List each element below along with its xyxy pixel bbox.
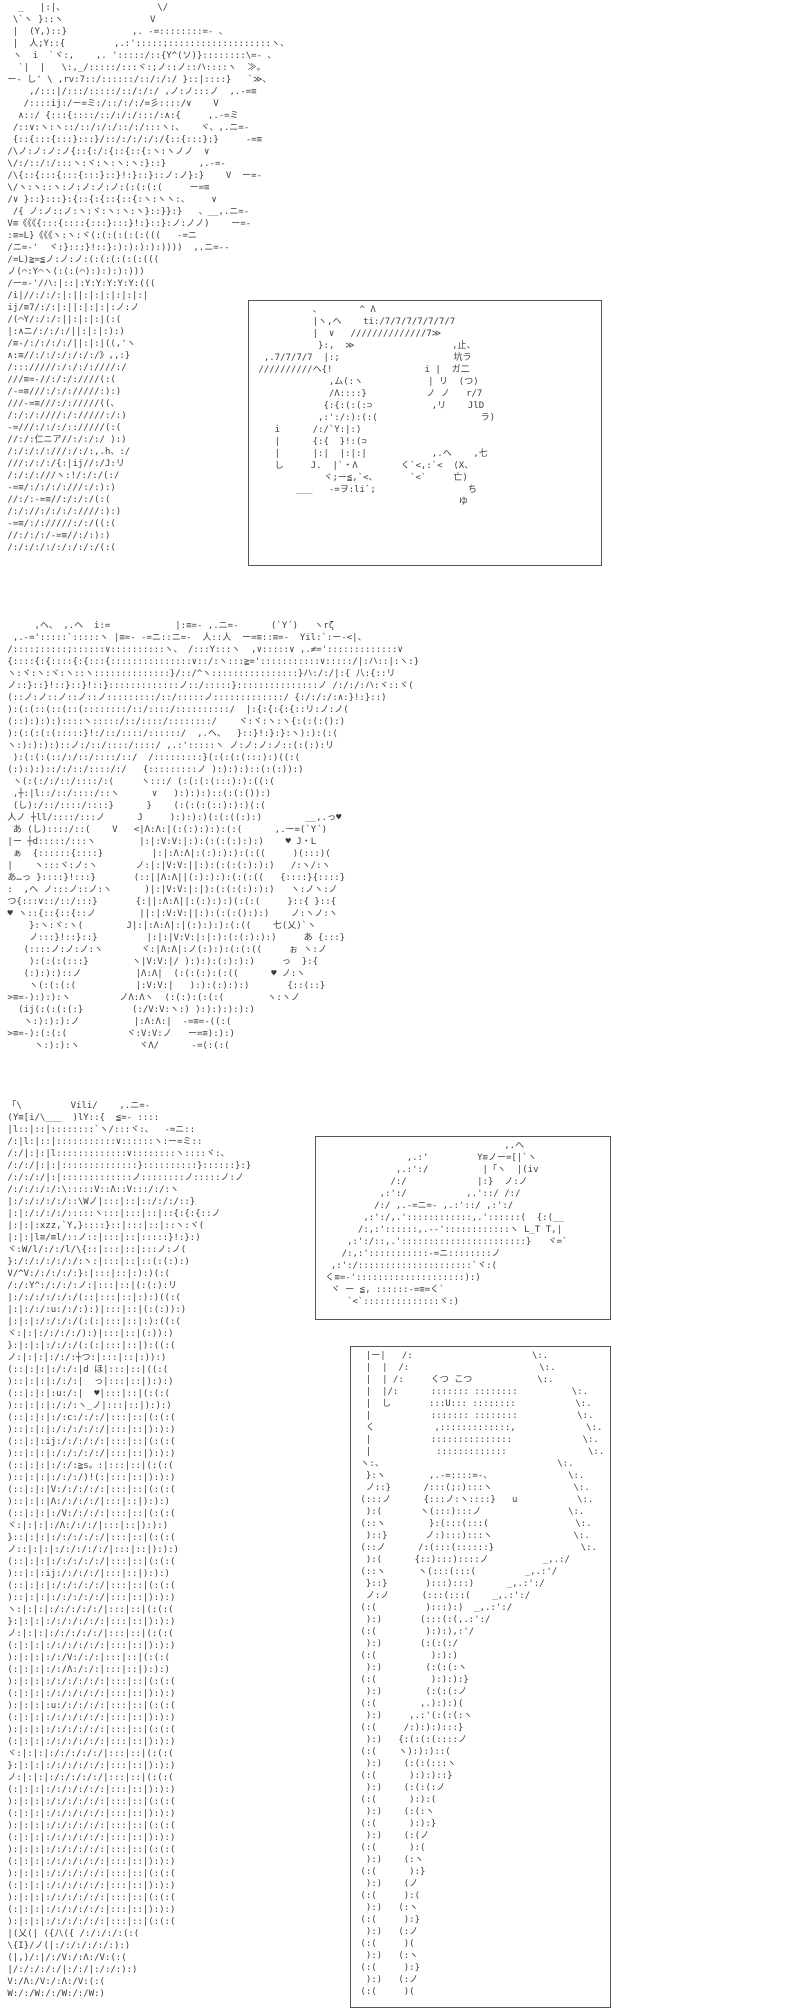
- aa-scene-3-art: 「\ Vili/ ,.ニ=‐ (Y≡[i/\___ )lY::{ ≦=- :::…: [7, 1101, 252, 1999]
- aa-scene-3-inset-frame-bottom: |ー| /: \:. | | /: \:. | | /: くつ こつ \:. |…: [350, 1346, 611, 2008]
- aa-scene-2-art: ,ヘ、 ,.ヘ i:= |:≡=- ,.ニ=‐ (`Y´) ヽrζ ,.-=':…: [7, 621, 420, 1051]
- aa-scene-3-inset-art-bottom: |ー| /: \:. | | /: \:. | | /: くつ こつ \:. |…: [360, 1351, 605, 1997]
- aa-scene-3-inset-art-top: ,.ヘ ,.:' Y≡ノー=[|`ヽ ,.:':/ |「ヽ |(iv /:/ |…: [325, 1141, 568, 1307]
- aa-scene-3-inset-frame-top: ,.ヘ ,.:' Y≡ノー=[|`ヽ ,.:':/ |「ヽ |(iv /:/ |…: [315, 1136, 611, 1320]
- aa-scene-1-inset-frame: 、 ^ Λ |ヽ,ヘ ti:/7/7/7/7/7/7/7 | ∨ ///////…: [248, 300, 602, 566]
- aa-scene-1-art: _ |:|、 \/ \`ヽ }::ヽ V | (Y,)::} ,. -=::::…: [7, 3, 290, 553]
- aa-scene-1-inset-art: 、 ^ Λ |ヽ,ヘ ti:/7/7/7/7/7/7/7 | ∨ ///////…: [258, 305, 495, 507]
